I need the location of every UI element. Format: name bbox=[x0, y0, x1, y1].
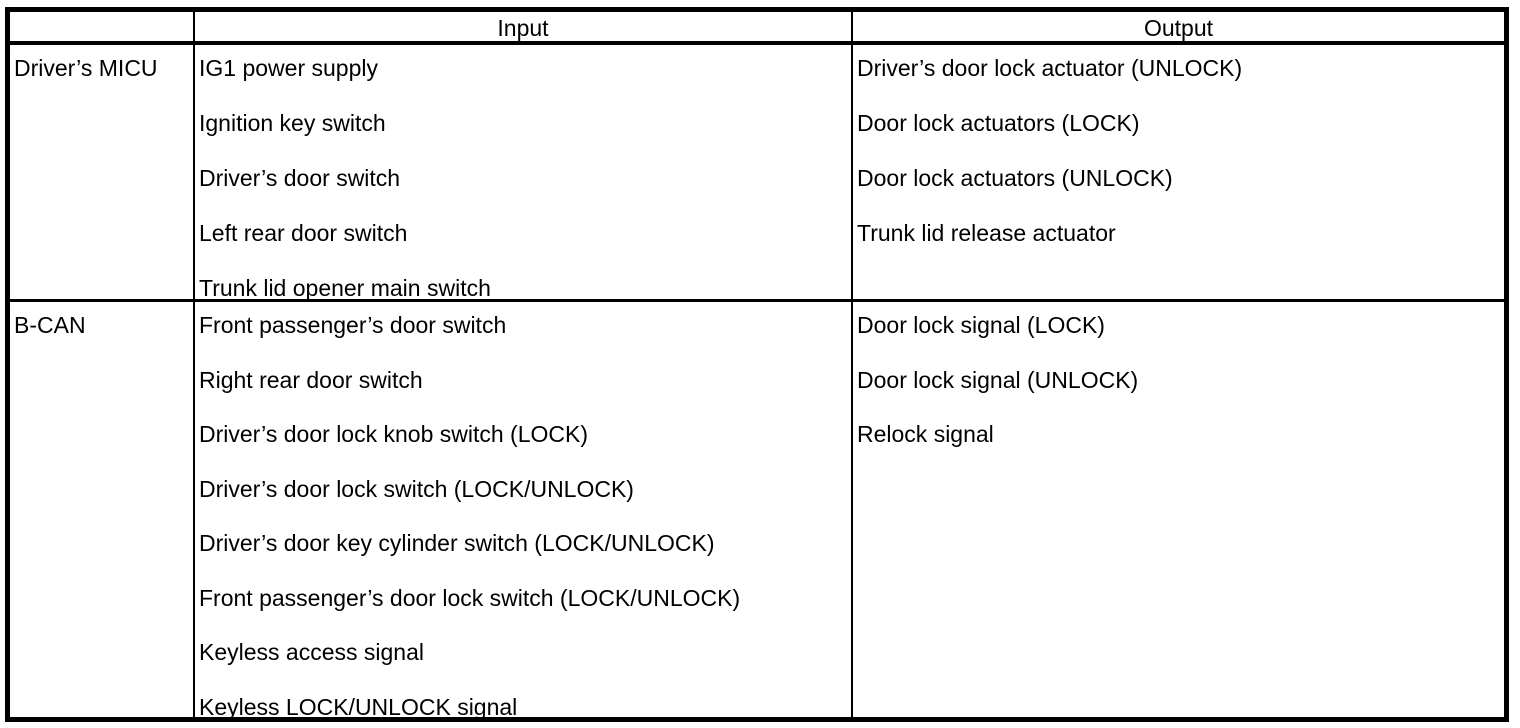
input-item: Keyless LOCK/UNLOCK signal bbox=[199, 693, 518, 717]
input-item: Right rear door switch bbox=[199, 366, 423, 393]
input-item: Left rear door switch bbox=[199, 220, 408, 246]
header-input-cell: Input bbox=[195, 12, 853, 45]
row-outputs-cell: Driver’s door lock actuator (UNLOCK) Doo… bbox=[853, 45, 1504, 302]
row-source-label: B-CAN bbox=[14, 312, 86, 338]
row-inputs-cell: IG1 power supply Ignition key switch Dri… bbox=[195, 45, 853, 302]
input-item: Driver’s door switch bbox=[199, 165, 401, 191]
output-item: Driver’s door lock actuator (UNLOCK) bbox=[857, 55, 1243, 81]
row-inputs-cell: Front passenger’s door switch Right rear… bbox=[195, 302, 853, 717]
output-item: Relock signal bbox=[857, 421, 994, 447]
output-item: Door lock actuators (LOCK) bbox=[857, 110, 1140, 136]
header-source-cell bbox=[10, 12, 195, 45]
input-item: Driver’s door key cylinder switch (LOCK/… bbox=[199, 530, 715, 556]
io-table: Input Output Driver’s MICU IG1 power sup… bbox=[5, 7, 1509, 722]
input-item: Driver’s door lock knob switch (LOCK) bbox=[199, 421, 588, 447]
input-item: Front passenger’s door switch bbox=[199, 312, 507, 338]
input-item: Ignition key switch bbox=[199, 110, 386, 136]
output-item: Door lock signal (UNLOCK) bbox=[857, 366, 1139, 393]
input-item: IG1 power supply bbox=[199, 55, 378, 81]
row-outputs-cell: Door lock signal (LOCK) Door lock signal… bbox=[853, 302, 1504, 717]
row-source-label: Driver’s MICU bbox=[14, 55, 158, 81]
output-item: Trunk lid release actuator bbox=[857, 220, 1116, 246]
output-item: Door lock actuators (UNLOCK) bbox=[857, 165, 1173, 191]
header-output-cell: Output bbox=[853, 12, 1504, 45]
input-item: Trunk lid opener main switch bbox=[199, 275, 491, 301]
input-item: Front passenger’s door lock switch (LOCK… bbox=[199, 584, 741, 611]
row-source-cell: B-CAN bbox=[10, 302, 195, 717]
input-item: Keyless access signal bbox=[199, 639, 424, 665]
input-item: Driver’s door lock switch (LOCK/UNLOCK) bbox=[199, 475, 634, 502]
row-source-cell: Driver’s MICU bbox=[10, 45, 195, 302]
output-item: Door lock signal (LOCK) bbox=[857, 312, 1105, 338]
